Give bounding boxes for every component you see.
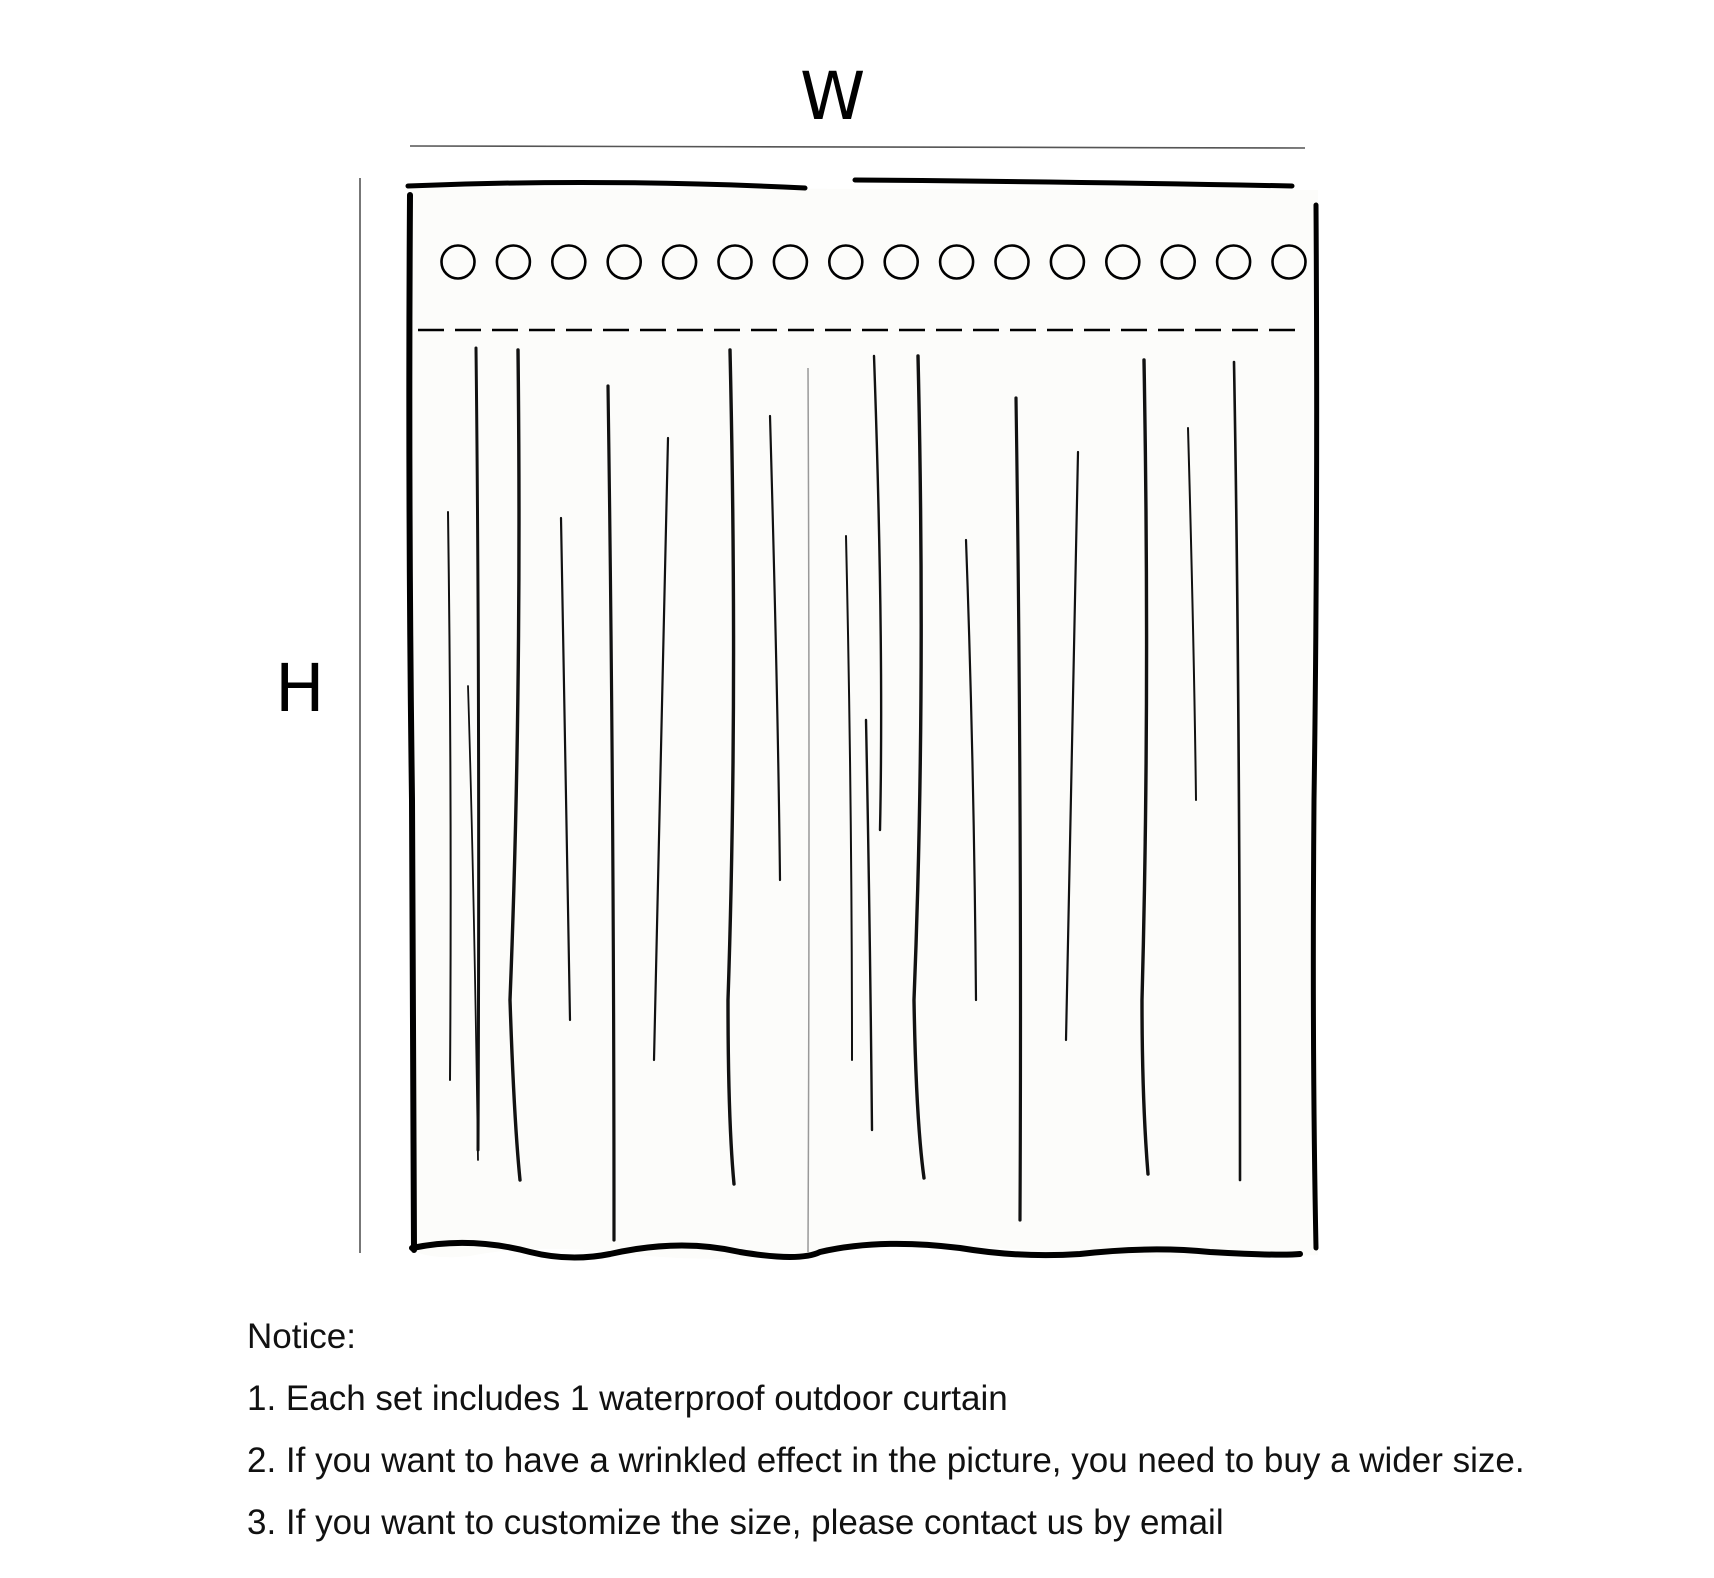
curtain-size-diagram — [359, 145, 1320, 1261]
grommet-ring — [1105, 244, 1141, 280]
fold-line — [508, 348, 522, 1182]
fold-line — [467, 685, 479, 1161]
width-label: W — [800, 58, 866, 135]
grommet-ring — [661, 244, 698, 280]
grommet-ring — [550, 244, 587, 280]
fold-line — [606, 384, 616, 1242]
fold-line — [447, 511, 452, 1081]
grommet-ring — [440, 244, 476, 280]
width-dimension-line — [409, 145, 1306, 149]
fold-line — [864, 718, 874, 1132]
fold-line — [872, 354, 883, 832]
fold-line — [1187, 427, 1197, 801]
grommet-ring — [994, 244, 1030, 280]
curtain-right-edge — [1310, 202, 1320, 1251]
height-label: H — [275, 650, 325, 727]
notice-title: Notice: — [247, 1317, 356, 1356]
fold-line — [652, 436, 670, 1062]
fold-line — [768, 414, 782, 882]
grommet-ring — [883, 244, 920, 280]
fold-line — [964, 538, 978, 1002]
fold-line — [845, 535, 853, 1061]
curtain-top-edge-right — [852, 177, 1295, 189]
fold-line — [559, 516, 572, 1022]
fold-line — [726, 348, 736, 1186]
fold-line — [912, 354, 926, 1180]
grommet-ring — [717, 244, 753, 280]
curtain-left-edge — [406, 192, 417, 1253]
notice-section: Notice: 1. Each set includes 1 waterproo… — [247, 1306, 1687, 1554]
fold-line — [1232, 360, 1242, 1182]
grommet-ring — [1160, 244, 1196, 280]
grommet-ring — [938, 244, 975, 280]
grommet-ring — [606, 244, 643, 280]
curtain-center-seam — [807, 367, 810, 1253]
notice-line: 1. Each set includes 1 waterproof outdoo… — [247, 1379, 1008, 1418]
curtain-folds — [447, 346, 1242, 1242]
curtain-panel — [410, 188, 1318, 1259]
grommet-ring — [1271, 244, 1307, 280]
notice-line: 3. If you want to customize the size, pl… — [247, 1503, 1224, 1542]
curtain-top-edge-left — [405, 179, 808, 191]
grommet-ring — [827, 244, 864, 280]
curtain-bottom-hem — [409, 1239, 1303, 1261]
grommet-ring — [1049, 244, 1086, 280]
fold-line — [1140, 358, 1150, 1176]
fold-line — [474, 346, 481, 1152]
grommet-ring — [772, 244, 809, 280]
notice-line: 2. If you want to have a wrinkled effect… — [247, 1441, 1525, 1480]
grommet-row — [440, 244, 1307, 280]
fold-line — [1014, 396, 1023, 1222]
fold-line — [1064, 450, 1080, 1042]
grommet-ring — [1215, 244, 1252, 280]
grommet-ring — [495, 244, 532, 280]
